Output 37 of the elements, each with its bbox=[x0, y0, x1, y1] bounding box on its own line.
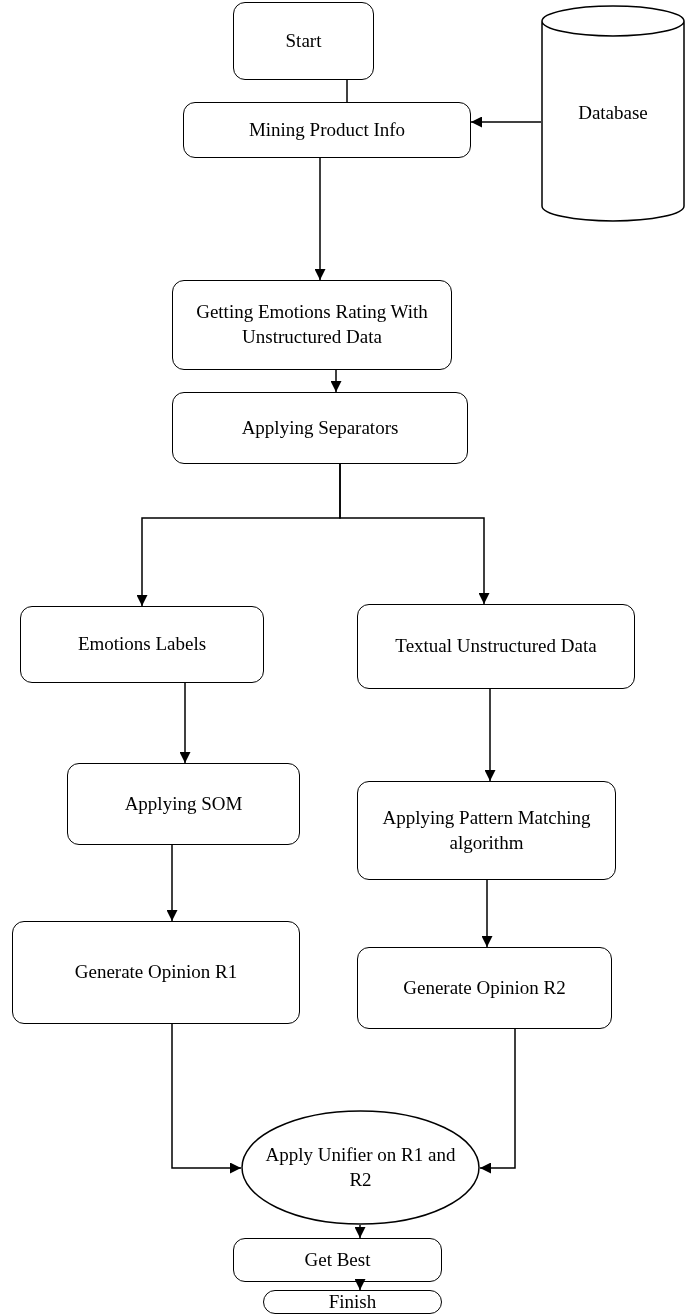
arrow bbox=[354, 1279, 366, 1291]
arrow bbox=[354, 1224, 366, 1239]
node-label: Applying SOM bbox=[124, 791, 243, 816]
process-box bbox=[233, 1238, 442, 1282]
process-box bbox=[183, 102, 471, 158]
node-label: Apply Unifier on R1 and R2 bbox=[264, 1142, 457, 1192]
process-box bbox=[357, 947, 612, 1029]
node-label: Database bbox=[578, 101, 648, 126]
node-label: Textual Unstructured Data bbox=[395, 634, 597, 659]
node-label: Getting Emotions Rating With Unstructured Data bbox=[195, 300, 429, 349]
process-box bbox=[67, 763, 300, 845]
node-label: Generate Opinion R2 bbox=[403, 975, 566, 1000]
arrow bbox=[330, 369, 342, 393]
node-label: Finish bbox=[328, 1289, 377, 1314]
arrow bbox=[479, 1028, 516, 1174]
process-box bbox=[12, 921, 300, 1024]
node-label: Get Best bbox=[304, 1247, 371, 1272]
process-box bbox=[172, 280, 452, 370]
process-box bbox=[20, 606, 264, 683]
node-label: Mining Product Info bbox=[248, 117, 406, 142]
node-label: Applying Pattern Matching algorithm bbox=[381, 805, 592, 855]
arrow bbox=[481, 879, 493, 948]
process-box bbox=[357, 781, 616, 880]
arrow bbox=[179, 682, 191, 764]
arrow bbox=[314, 157, 326, 281]
arrow bbox=[171, 1023, 242, 1174]
arrow bbox=[166, 844, 178, 922]
arrow bbox=[484, 688, 496, 782]
process-box bbox=[357, 604, 635, 689]
node-label: Applying Separators bbox=[241, 415, 399, 440]
process-box bbox=[233, 2, 374, 80]
node-label: Generate Opinion R1 bbox=[74, 960, 238, 985]
arrow bbox=[339, 463, 490, 605]
process-box bbox=[172, 392, 468, 464]
arrow bbox=[470, 116, 542, 128]
node-label: Emotions Labels bbox=[77, 632, 207, 657]
node-label: Start bbox=[285, 28, 322, 53]
